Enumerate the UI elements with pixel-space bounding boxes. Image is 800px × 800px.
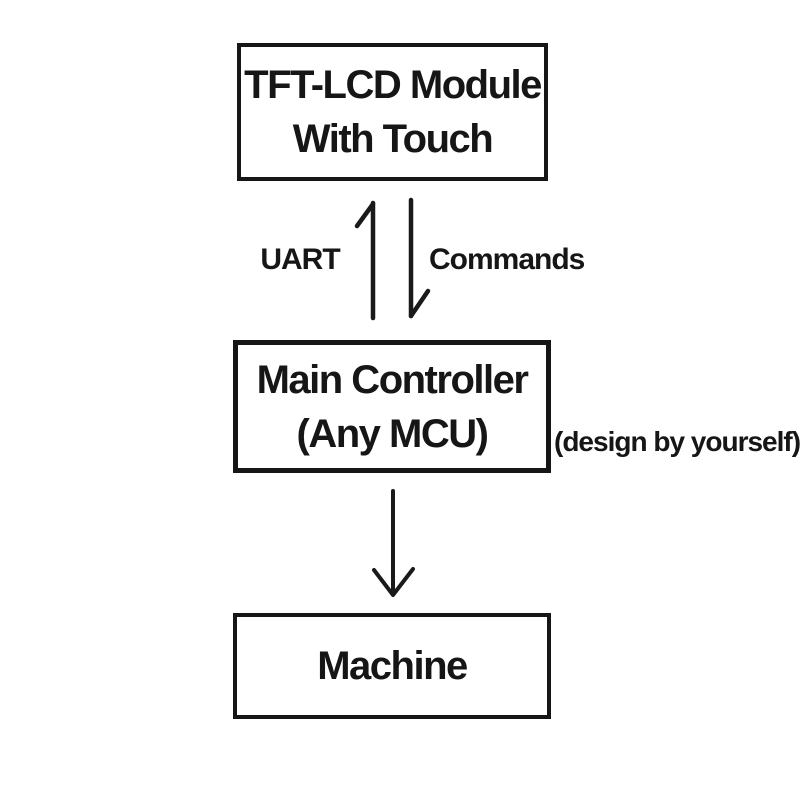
- machine-label: Machine: [317, 644, 468, 688]
- machine-node: Machine: [233, 613, 551, 719]
- main-controller-label-line1: Main Controller: [256, 357, 529, 402]
- commands-edge-label: Commands: [429, 243, 585, 276]
- main-controller-node: Main Controller (Any MCU): [233, 340, 551, 473]
- commands-down-arrow-icon: [408, 197, 431, 319]
- design-note-label: (design by yourself): [554, 426, 800, 457]
- uart-up-arrow-icon: [354, 200, 376, 321]
- tft-lcd-module-label-line2: With Touch: [292, 117, 494, 161]
- uart-edge-label: UART: [260, 243, 340, 276]
- tft-lcd-module-label-line1: TFT-LCD Module: [244, 63, 542, 107]
- controller-to-machine-arrow-icon: [372, 489, 415, 597]
- main-controller-label-line2: (Any MCU): [296, 411, 489, 456]
- tft-lcd-module-node: TFT-LCD Module With Touch: [237, 43, 548, 181]
